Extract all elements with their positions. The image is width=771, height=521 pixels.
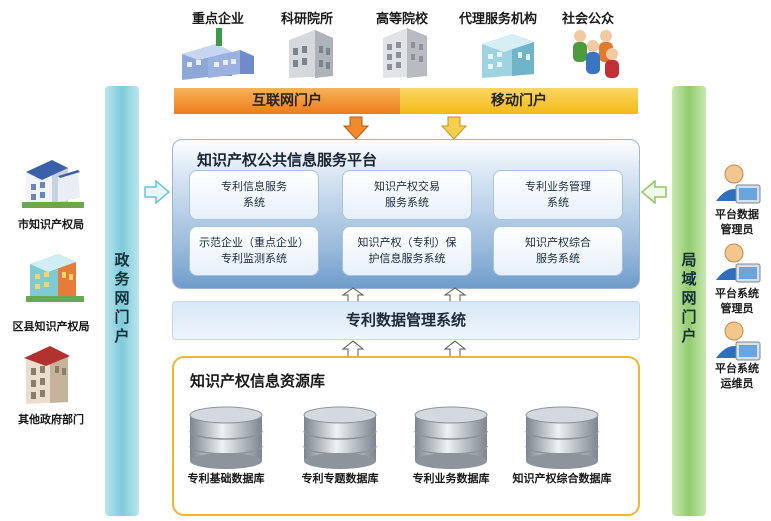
database-label: 知识产权综合数据库	[512, 472, 612, 485]
top-entity-label: 重点企业	[192, 12, 245, 27]
service-line: 服务系统	[385, 196, 429, 209]
database-cylinder-icon	[189, 406, 263, 469]
service-box: 知识产权（专利）保护信息服务系统	[342, 226, 472, 276]
top-entity-label: 高等院校	[376, 12, 429, 27]
up-arrow-icon	[443, 340, 467, 358]
up-arrow-icon	[443, 287, 467, 303]
government-portal-char: 政	[114, 251, 130, 269]
top-entity-label: 代理服务机构	[459, 12, 538, 27]
government-portal-char: 户	[114, 327, 130, 345]
mobile-portal-label: 移动门户	[491, 93, 547, 109]
service-box: 专利信息服务系统	[189, 170, 319, 220]
government-portal-char: 务	[114, 270, 130, 288]
administrator-user-icon	[716, 164, 761, 204]
government-portal-char: 门	[114, 308, 130, 326]
right-role-line: 管理员	[720, 223, 754, 236]
enterprise-building-icon	[182, 28, 254, 80]
lan-portal-char: 门	[681, 308, 697, 326]
resource-library-title: 知识产权信息资源库	[190, 372, 326, 390]
up-arrow-icon	[341, 340, 365, 358]
database-label: 专利基础数据库	[187, 472, 265, 485]
lan-portal-char: 网	[681, 289, 697, 307]
other-government-building-icon	[24, 346, 70, 404]
lan-portal-char: 域	[681, 270, 697, 288]
database-cylinder-icon	[414, 406, 488, 469]
service-line: 知识产权（专利）保	[357, 236, 457, 249]
government-portal-bar: 政 务 网 门 户	[105, 86, 139, 516]
right-role-line: 平台系统	[715, 287, 759, 300]
down-arrow-icon	[441, 116, 467, 140]
right-role-line: 平台系统	[715, 362, 759, 375]
patent-data-management-system: 专利数据管理系统	[172, 301, 640, 340]
right-arrow-icon	[144, 180, 170, 204]
government-portal-char: 网	[114, 289, 130, 307]
lan-portal-char: 户	[681, 327, 697, 345]
service-box: 知识产权交易服务系统	[342, 170, 472, 220]
service-line: 系统	[547, 196, 569, 209]
service-box: 知识产权综合服务系统	[493, 226, 623, 276]
district-ip-office-building-icon	[26, 254, 84, 302]
left-entity-label: 区县知识产权局	[12, 320, 90, 333]
service-line: 专利监测系统	[221, 252, 287, 265]
research-institute-icon	[289, 30, 333, 78]
right-role-line: 平台数据	[715, 208, 759, 221]
internet-portal-bar: 互联网门户	[174, 88, 400, 114]
right-role-label: 平台系统 运维员	[706, 361, 768, 391]
down-arrow-icon	[343, 116, 369, 140]
public-info-service-platform: 知识产权公共信息服务平台 专利信息服务系统 知识产权交易服务系统 专利业务管理系…	[172, 139, 640, 289]
up-arrow-icon	[341, 287, 365, 303]
left-entity-label: 市知识产权局	[18, 218, 84, 231]
database-label: 专利业务数据库	[412, 472, 490, 485]
left-arrow-icon	[641, 180, 667, 204]
service-line: 护信息服务系统	[368, 252, 446, 265]
administrator-user-icon	[716, 321, 761, 361]
top-entity-label: 社会公众	[562, 12, 615, 27]
service-box: 示范企业（重点企业） 专利监测系统	[189, 226, 319, 276]
service-line: 专利信息服务	[221, 180, 287, 193]
service-box: 专利业务管理系统	[493, 170, 623, 220]
service-line: 服务系统	[536, 252, 580, 265]
database-label: 专利专题数据库	[301, 472, 379, 485]
right-role-label: 平台数据 管理员	[706, 207, 768, 237]
mobile-portal-bar: 移动门户	[400, 88, 638, 114]
right-role-line: 管理员	[720, 302, 754, 315]
service-line: 示范企业（重点企业）	[199, 236, 309, 249]
city-ip-office-building-icon	[22, 160, 84, 208]
service-line: 知识产权综合	[525, 236, 591, 249]
right-role-label: 平台系统 管理员	[706, 286, 768, 316]
service-line: 系统	[243, 196, 265, 209]
university-building-icon	[383, 28, 427, 78]
administrator-user-icon	[716, 243, 761, 283]
public-people-icon	[573, 30, 619, 78]
database-cylinder-icon	[303, 406, 377, 469]
top-entity-label: 科研院所	[281, 12, 334, 27]
left-entity-label: 其他政府部门	[18, 413, 84, 426]
service-line: 专利业务管理	[525, 180, 591, 193]
right-role-line: 运维员	[720, 377, 754, 390]
platform-title: 知识产权公共信息服务平台	[197, 151, 378, 169]
lan-portal-char: 局	[681, 251, 697, 269]
agency-building-icon	[482, 34, 534, 78]
internet-portal-label: 互联网门户	[252, 93, 322, 109]
database-cylinder-icon	[525, 406, 599, 469]
service-line: 知识产权交易	[374, 180, 440, 193]
lan-portal-bar: 局 域 网 门 户	[672, 86, 706, 516]
